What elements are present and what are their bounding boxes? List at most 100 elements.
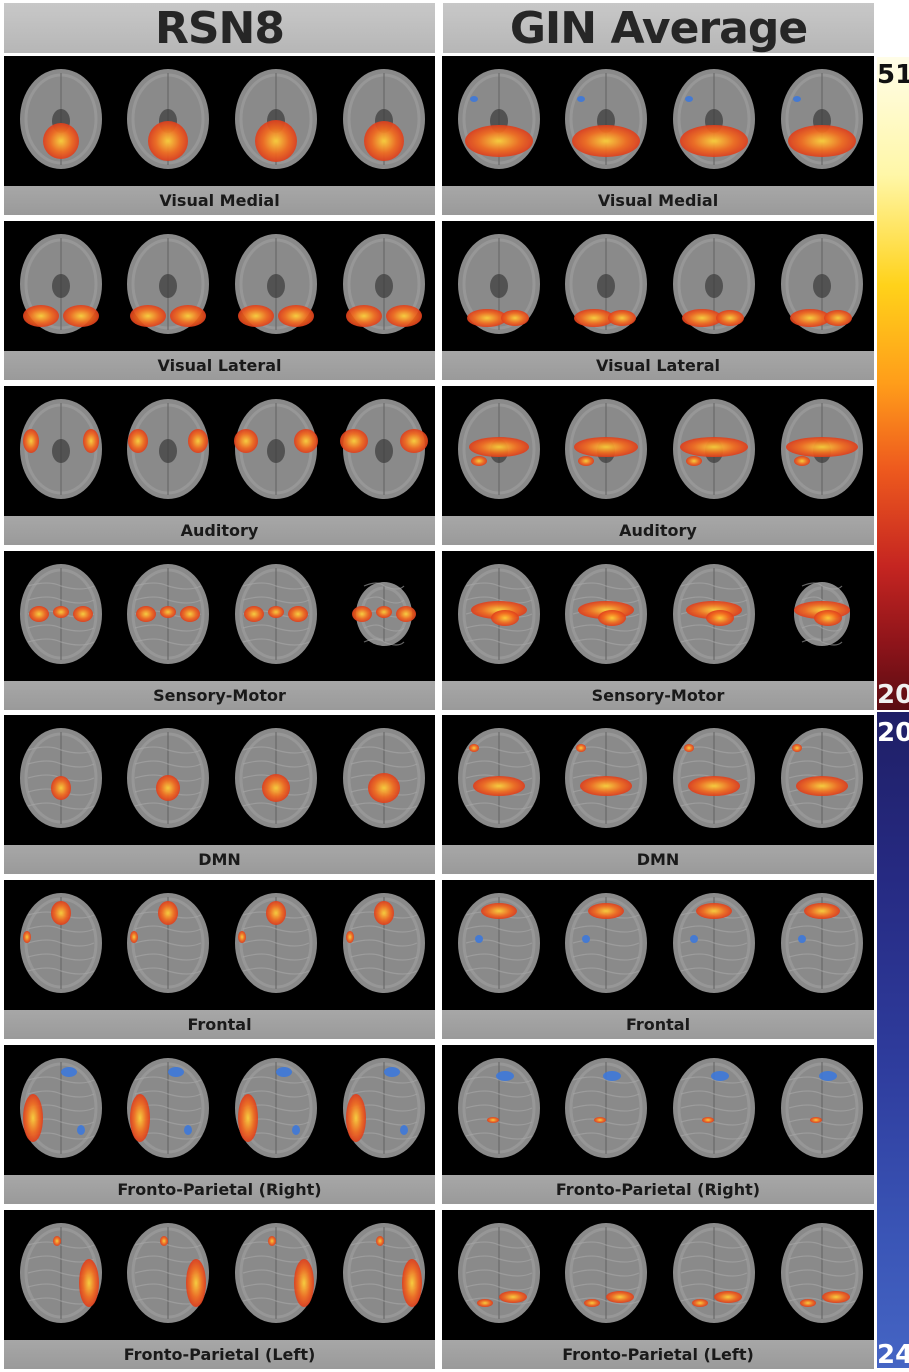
activation-blob [702,1117,714,1123]
activation-blob [346,1094,366,1142]
activation-blob [294,429,318,453]
colorbar-negative-top: 20 [877,718,909,748]
activation-blob [23,931,31,943]
activation-blob [481,903,517,919]
brain-slice [781,399,863,499]
activation-blob [188,429,208,453]
activation-blob [810,1117,822,1123]
activation-blob [255,120,297,162]
deactivation-blob [798,935,806,943]
activation-blob [268,606,284,618]
brain-slice [343,1223,425,1323]
gin-label-4: Sensory-Motor [442,681,874,710]
activation-blob [340,429,368,453]
brain-slice [458,564,540,664]
activation-blob [63,305,99,327]
activation-blob [574,309,614,327]
activation-blob [469,437,529,457]
brain-slice [673,728,755,828]
column-header-rsn8: RSN8 [4,3,435,54]
brain-slice [235,893,317,993]
gin-brain-slices-4 [458,564,850,664]
activation-blob [786,437,858,457]
brain-slice [20,564,102,664]
deactivation-blob [475,935,483,943]
brain-slice [127,728,209,828]
activation-blob [467,309,507,327]
rsn8-brain-slices-6 [20,893,425,993]
colorbar-positive-max: 51 [877,60,909,90]
activation-blob [244,606,264,622]
gin-brain-slices-2 [458,234,863,334]
deactivation-blob [77,1125,85,1135]
column-header-gin-average: GIN Average [443,3,874,54]
deactivation-blob [603,1071,621,1081]
brain-slice [235,564,317,664]
brain-slice [235,234,317,334]
brain-slice [794,582,850,646]
rsn8-label-1: Visual Medial [4,186,435,215]
brain-slice [340,399,428,499]
activation-blob [471,456,487,466]
brain-slice [235,728,317,828]
activation-blob [130,931,138,943]
activation-blob [53,1236,61,1246]
brain-slice [343,69,425,169]
brain-slice [127,69,209,169]
gin-brain-slices-1 [458,69,863,169]
brain-slice [673,564,755,664]
negative-colorbar [877,712,909,1368]
gin-panel-7 [442,1045,874,1175]
deactivation-blob [400,1125,408,1135]
activation-blob [23,1094,43,1142]
rsn8-brain-slices-4 [20,564,416,664]
activation-blob [822,1291,850,1303]
activation-blob [43,123,79,159]
brain-slice [235,1058,317,1158]
rsn8-panel-5 [4,715,435,845]
rsn8-label-6: Frontal [4,1010,435,1039]
brain-slice [20,893,102,993]
activation-blob [374,901,394,925]
deactivation-blob [168,1067,184,1077]
gin-label-8: Fronto-Parietal (Left) [442,1340,874,1369]
rsn8-brain-slices-1 [20,69,425,169]
activation-blob [578,456,594,466]
activation-blob [160,606,176,618]
deactivation-blob [793,96,801,102]
brain-slice [673,893,755,993]
brain-slice [565,69,647,169]
activation-blob [170,305,206,327]
brain-slice [673,69,755,169]
brain-slice [20,399,102,499]
activation-blob [716,310,744,326]
activation-blob [346,931,354,943]
deactivation-blob [61,1067,77,1077]
brain-slice [458,1223,540,1323]
deactivation-blob [184,1125,192,1135]
brain-slice [565,399,647,499]
brain-slice [458,1058,540,1158]
activation-blob [487,1117,499,1123]
activation-blob [824,310,852,326]
deactivation-blob [819,1071,837,1081]
gin-brain-slices-8 [458,1223,863,1323]
activation-blob [29,606,49,622]
rsn8-label-4: Sensory-Motor [4,681,435,710]
activation-blob [186,1259,206,1307]
activation-blob [584,1299,600,1307]
brain-slice [565,564,647,664]
brain-slice [565,1223,647,1323]
activation-blob [680,125,748,157]
activation-blob [684,744,694,752]
rsn8-label-8: Fronto-Parietal (Left) [4,1340,435,1369]
activation-blob [477,1299,493,1307]
deactivation-blob [496,1071,514,1081]
activation-blob [268,1236,276,1246]
activation-blob [130,1094,150,1142]
gin-panel-1 [442,56,874,186]
deactivation-blob [690,935,698,943]
brain-slice [458,728,540,828]
activation-blob [594,1117,606,1123]
activation-blob [572,125,640,157]
